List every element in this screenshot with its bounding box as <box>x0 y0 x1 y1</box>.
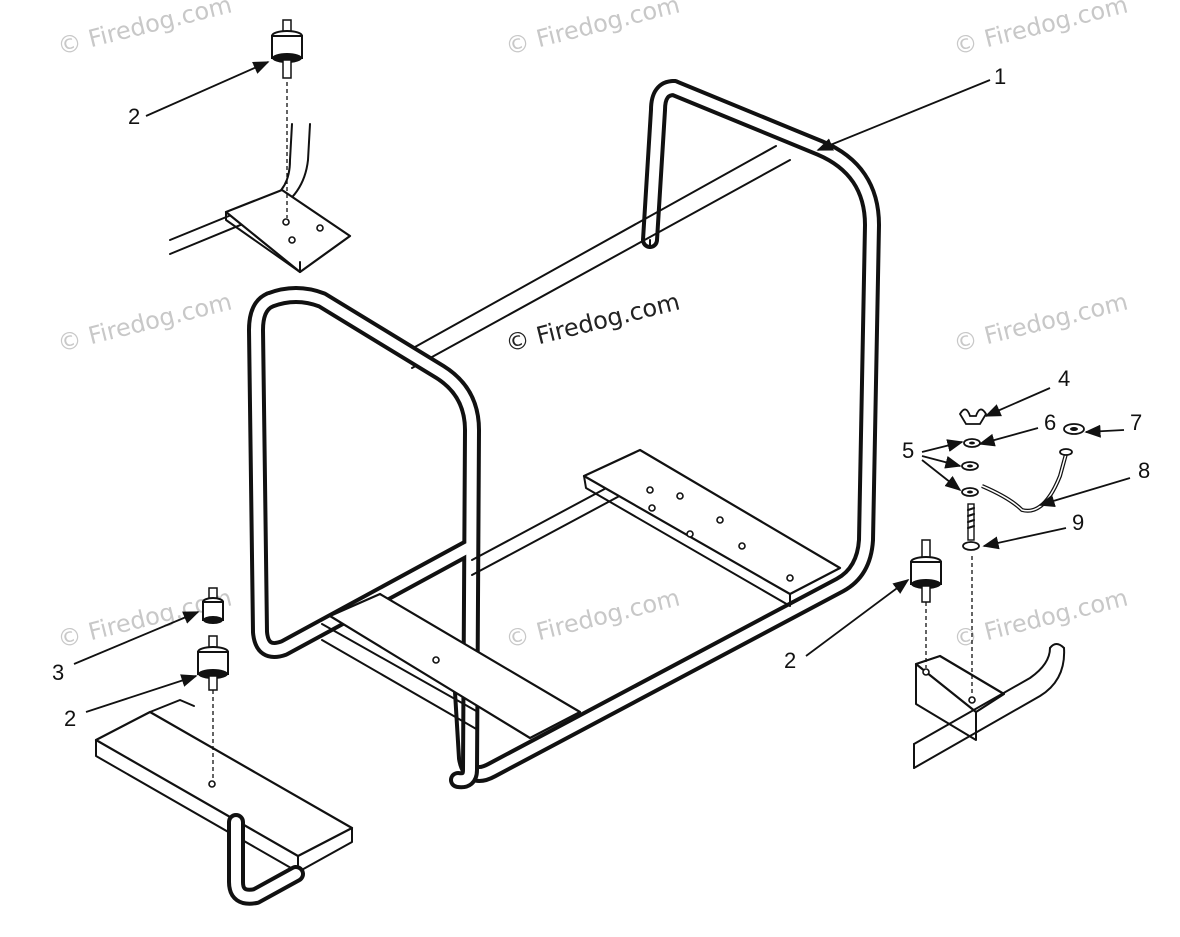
washer-icon <box>962 541 980 551</box>
watermark: © Firedog.com <box>55 287 235 357</box>
watermark: © Firedog.com <box>503 583 683 653</box>
callout-washers: 5 <box>902 438 914 463</box>
callout-mount-right: 2 <box>784 648 796 673</box>
mount-hole <box>208 780 216 788</box>
watermark: © Firedog.com <box>951 0 1131 61</box>
watermark: © Firedog.com <box>503 287 683 357</box>
mount-hole <box>738 542 746 550</box>
rubber-mount <box>910 539 942 603</box>
callout-ring-terminal: 7 <box>1130 410 1142 435</box>
callout-wing-nut: 4 <box>1058 366 1070 391</box>
callout-ground-wire: 8 <box>1138 458 1150 483</box>
watermark: © Firedog.com <box>951 583 1131 653</box>
frame <box>247 79 881 790</box>
mount-hole <box>922 668 930 676</box>
mount-hole <box>968 696 976 704</box>
rubber-mount <box>271 19 303 79</box>
mount-hole <box>432 656 440 664</box>
watermark: © Firedog.com <box>55 0 235 61</box>
mount-hole <box>676 492 684 500</box>
mount-hole <box>716 516 724 524</box>
mount-hole <box>288 236 296 244</box>
callout-frame: 1 <box>994 64 1006 89</box>
leader-lines <box>73 61 1131 713</box>
callouts: 1 2 3 2 2 4 5 6 7 8 9 <box>52 64 1150 731</box>
callout-mount-bottom-left: 2 <box>64 706 76 731</box>
ground-hardware <box>958 408 1085 551</box>
callout-nut: 6 <box>1044 410 1056 435</box>
skid-bottom-left <box>94 587 354 906</box>
watermarks: © Firedog.com © Firedog.com © Firedog.co… <box>55 0 1131 654</box>
mount-hole <box>316 224 324 232</box>
mount-hole <box>686 530 694 538</box>
wing-nut-icon <box>958 408 988 425</box>
skid-right <box>910 408 1085 769</box>
callout-mount-top-left: 2 <box>128 104 140 129</box>
rubber-mount <box>197 635 229 691</box>
spacer <box>202 587 224 624</box>
skid-top-left <box>169 19 352 274</box>
callout-spacer: 3 <box>52 660 64 685</box>
watermark: © Firedog.com <box>503 0 683 61</box>
mount-hole <box>282 218 290 226</box>
mount-hole <box>646 486 654 494</box>
watermark: © Firedog.com <box>951 287 1131 357</box>
mount-hole <box>648 504 656 512</box>
mount-hole <box>786 574 794 582</box>
callout-bolt: 9 <box>1072 510 1084 535</box>
